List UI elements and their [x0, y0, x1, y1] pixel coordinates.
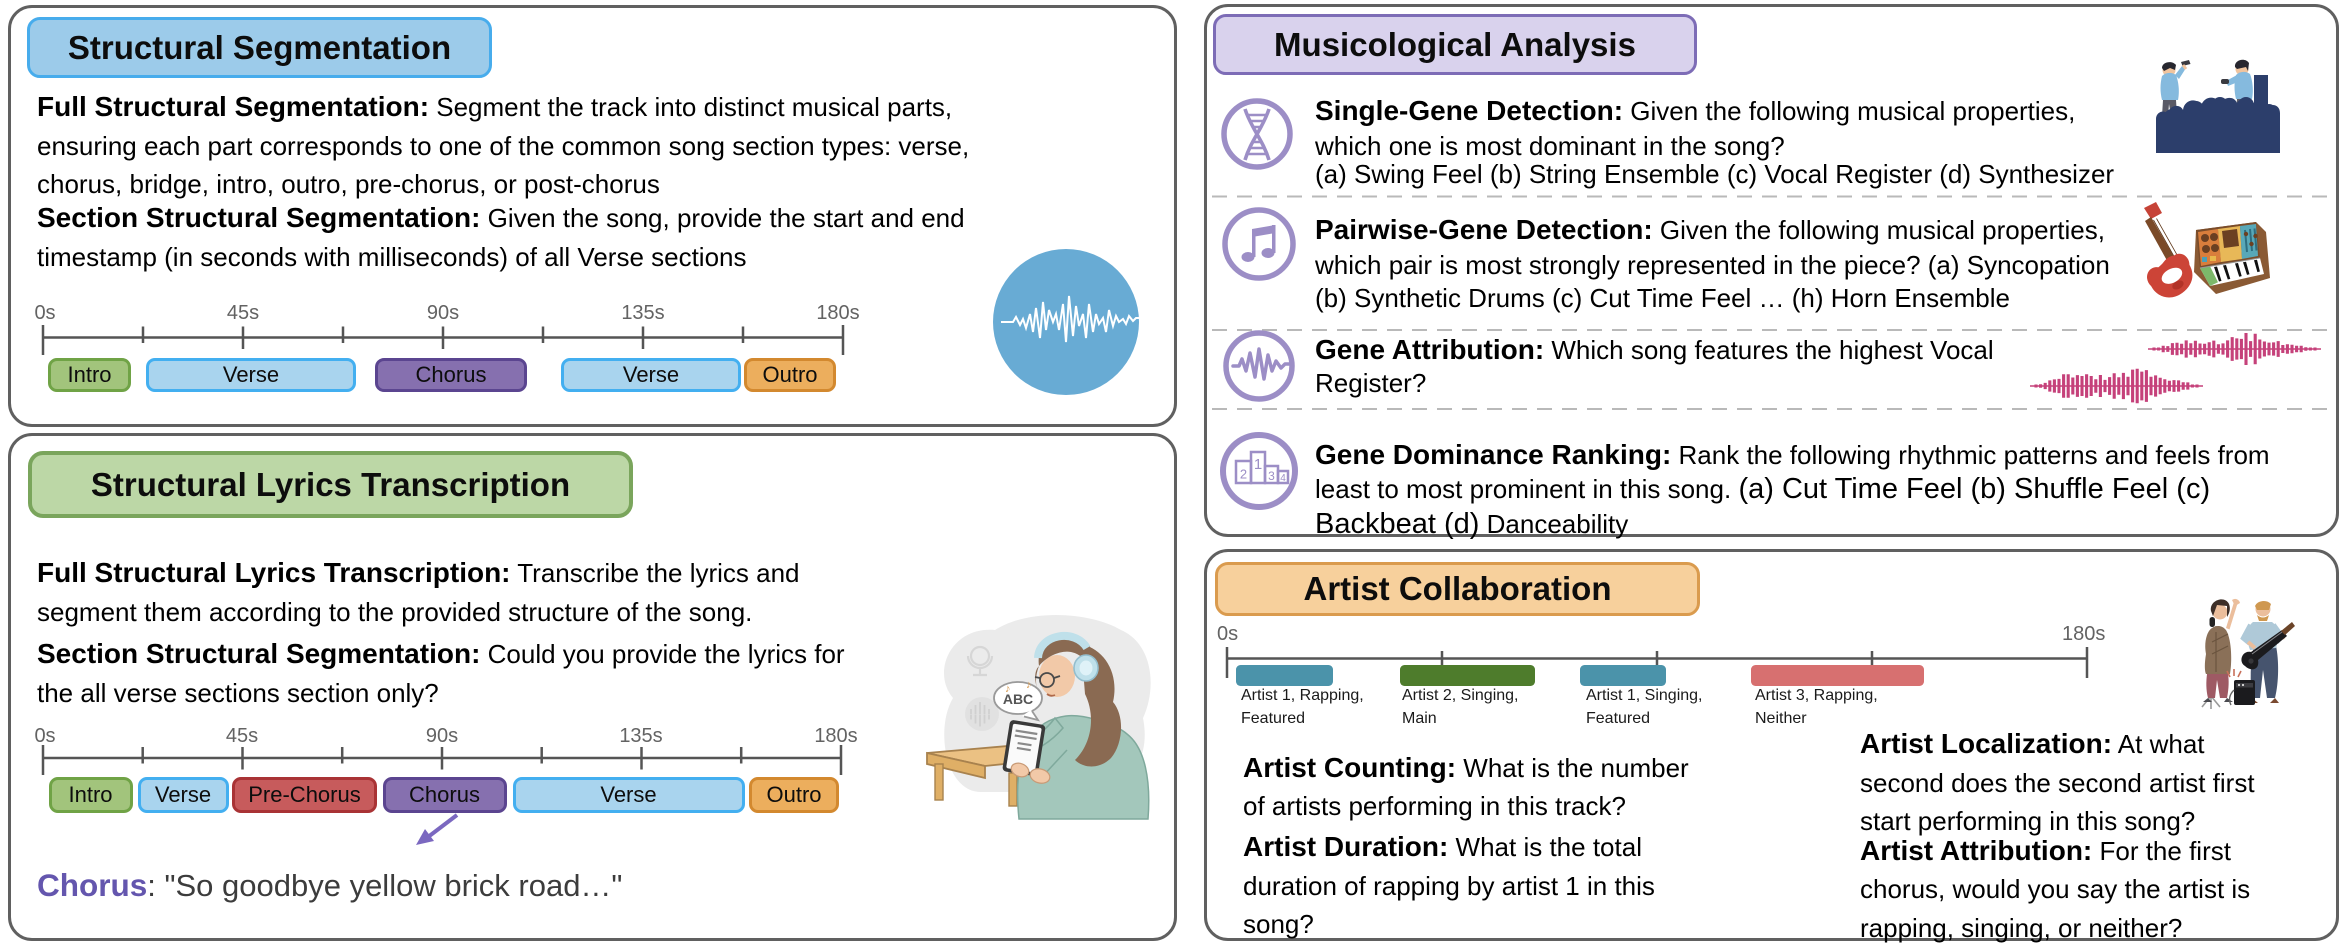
svg-text:180s: 180s — [2062, 623, 2105, 645]
svg-text:♪: ♪ — [1005, 683, 1011, 695]
svg-text:0s: 0s — [1217, 623, 1238, 645]
svg-text:1: 1 — [1254, 456, 1262, 473]
svg-text:4: 4 — [1280, 473, 1286, 484]
svg-text:ABC: ABC — [1003, 691, 1033, 707]
svg-text:3: 3 — [1268, 469, 1275, 483]
svg-text:♪: ♪ — [1026, 679, 1032, 691]
svg-text:2: 2 — [1240, 467, 1247, 482]
